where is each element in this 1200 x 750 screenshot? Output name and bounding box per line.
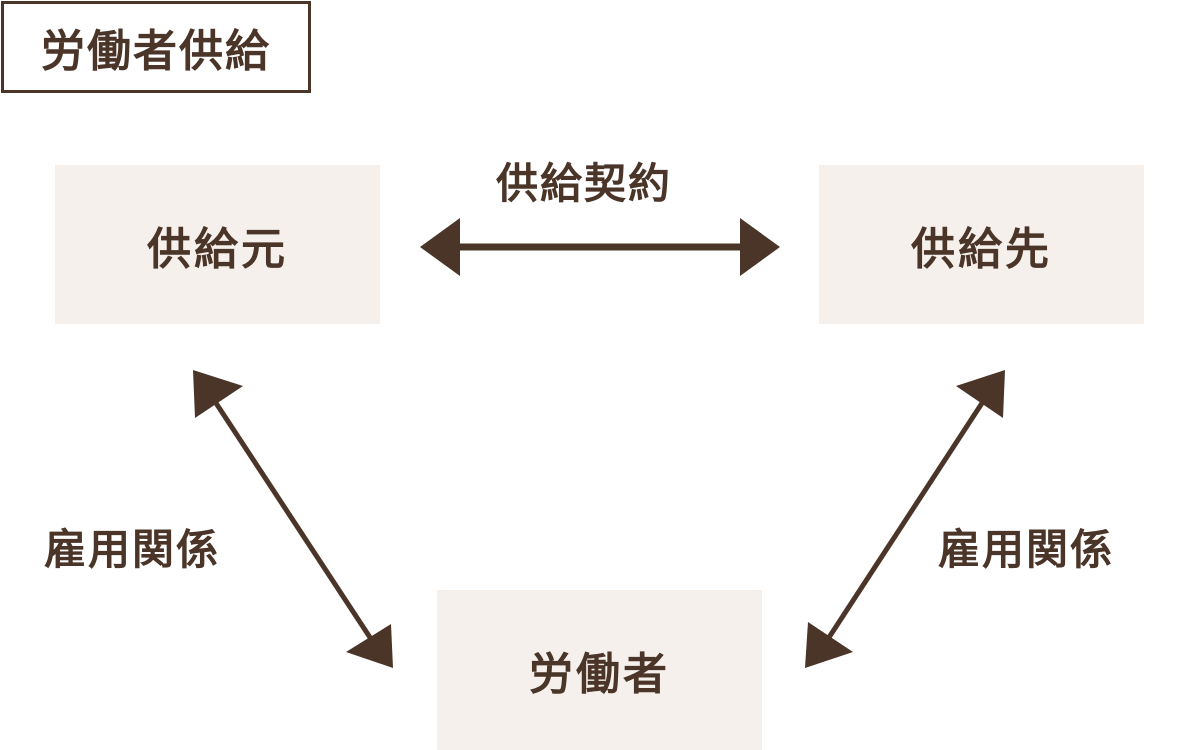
node-supply-destination-label: 供給先 (911, 223, 1052, 275)
arrowhead-up-left-icon (193, 370, 243, 418)
arrowhead-down-right-icon (346, 624, 393, 668)
diagram-title: 労働者供給 (1, 1, 311, 93)
node-worker-label: 労働者 (529, 649, 670, 700)
supply-contract-label: 供給契約 (496, 159, 673, 208)
node-worker: 労働者 (437, 590, 762, 750)
node-supply-destination: 供給先 (819, 165, 1144, 324)
employment-arrow-right (805, 370, 1005, 668)
arrowhead-right-icon (740, 218, 780, 276)
employment-relation-left-label: 雇用関係 (44, 525, 221, 574)
supply-contract-arrow (420, 218, 780, 276)
employment-arrow-left (193, 370, 393, 668)
arrowhead-down-left-icon (805, 622, 853, 668)
node-supply-source: 供給元 (55, 165, 380, 324)
employment-relation-right-label: 雇用関係 (938, 525, 1115, 574)
arrowhead-left-icon (420, 218, 460, 276)
node-supply-source-label: 供給元 (147, 223, 288, 275)
arrowhead-up-right-icon (956, 370, 1005, 418)
